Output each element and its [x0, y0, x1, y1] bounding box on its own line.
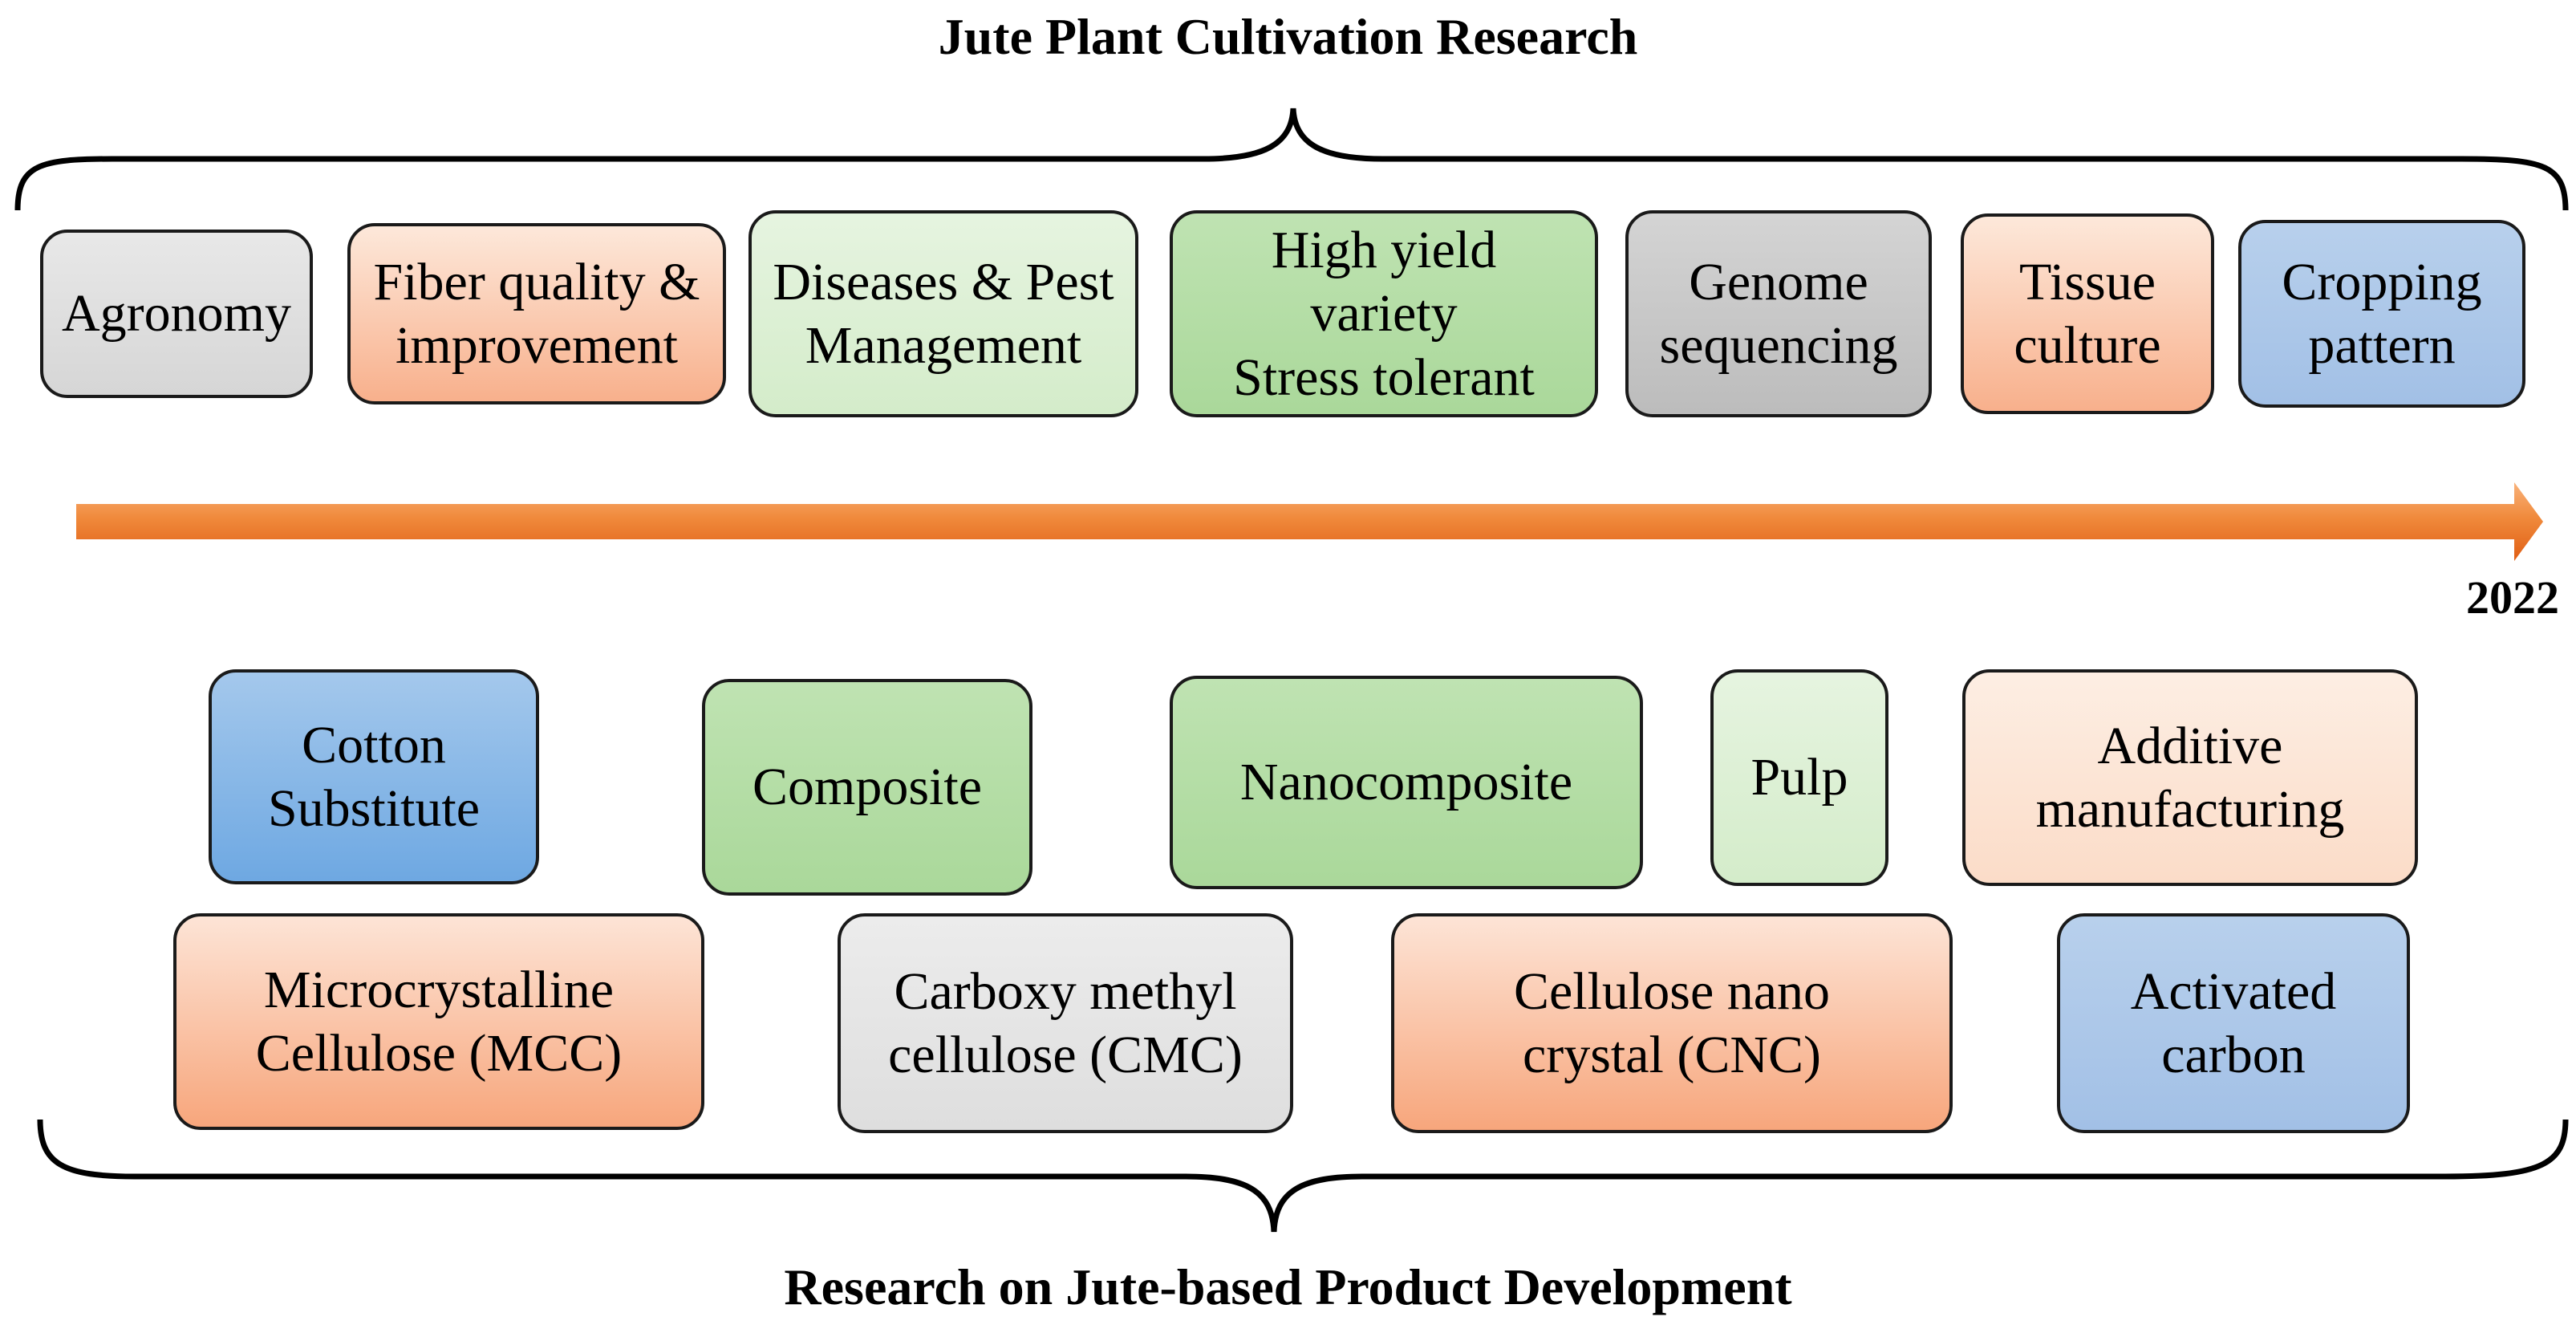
topic-fiber-quality-label: Fiber quality & improvement [373, 252, 700, 375]
top-title: Jute Plant Cultivation Research [938, 8, 1638, 65]
product-cmc: Carboxy methyl cellulose (CMC) [838, 913, 1293, 1133]
topic-diseases-pest: Diseases & Pest Management [748, 210, 1138, 417]
topic-fiber-quality: Fiber quality & improvement [347, 223, 726, 404]
topic-cropping-pattern: Cropping pattern [2238, 220, 2525, 408]
topic-high-yield: High yield variety Stress tolerant [1170, 210, 1598, 417]
product-activated-carbon: Activated carbon [2057, 913, 2410, 1133]
product-nanocomposite-label: Nanocomposite [1239, 753, 1573, 812]
topic-agronomy-label: Agronomy [62, 284, 291, 343]
top-brace [14, 108, 2569, 211]
product-pulp-label: Pulp [1750, 748, 1848, 807]
product-activated-carbon-label: Activated carbon [2130, 961, 2337, 1084]
product-cnc: Cellulose nano crystal (CNC) [1391, 913, 1953, 1133]
product-pulp: Pulp [1710, 669, 1888, 886]
bottom-title: Research on Jute-based Product Developme… [784, 1258, 1792, 1315]
year-label: 2022 [2466, 571, 2559, 624]
bottom-brace [37, 1119, 2569, 1233]
topic-agronomy: Agronomy [40, 230, 313, 398]
topic-diseases-pest-label: Diseases & Pest Management [773, 252, 1114, 375]
product-nanocomposite: Nanocomposite [1170, 676, 1643, 889]
product-mcc: Microcrystalline Cellulose (MCC) [173, 913, 704, 1130]
topic-tissue-culture: Tissue culture [1961, 213, 2214, 414]
product-composite-label: Composite [752, 758, 982, 817]
topic-high-yield-label: High yield variety Stress tolerant [1233, 221, 1535, 407]
product-cnc-label: Cellulose nano crystal (CNC) [1513, 961, 1831, 1084]
topic-genome-sequencing-label: Genome sequencing [1659, 252, 1898, 375]
product-cotton-substitute: Cotton Substitute [209, 669, 539, 884]
topic-genome-sequencing: Genome sequencing [1625, 210, 1932, 417]
product-composite: Composite [702, 679, 1032, 896]
product-cotton-substitute-label: Cotton Substitute [267, 715, 481, 838]
product-mcc-label: Microcrystalline Cellulose (MCC) [255, 960, 623, 1083]
product-additive-manufacturing: Additive manufacturing [1962, 669, 2418, 886]
product-additive-manufacturing-label: Additive manufacturing [2035, 716, 2345, 839]
topic-cropping-pattern-label: Cropping pattern [2282, 252, 2482, 375]
topic-tissue-culture-label: Tissue culture [2014, 252, 2161, 375]
timeline-arrow [76, 482, 2543, 561]
product-cmc-label: Carboxy methyl cellulose (CMC) [888, 961, 1243, 1084]
